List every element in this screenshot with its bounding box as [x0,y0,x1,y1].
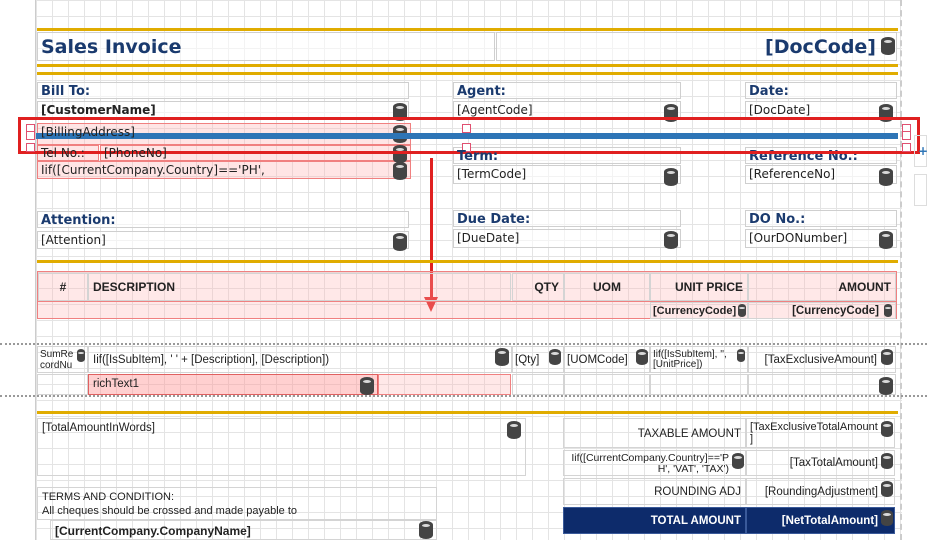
database-icon [879,231,893,249]
doc-code-field[interactable]: [DocCode] [496,32,897,61]
database-icon [881,349,893,365]
header-amount[interactable]: AMOUNT [748,273,896,301]
total-amount-label[interactable]: TOTAL AMOUNT [563,507,746,534]
drag-arrow [430,158,433,298]
due-date-field[interactable]: [DueDate] [453,229,681,248]
terms-box[interactable]: TERMS AND CONDITION: All cheques should b… [37,487,437,520]
taxable-amount-label[interactable]: TAXABLE AMOUNT [563,418,746,448]
resize-handle[interactable] [902,143,911,152]
phone-text: [PhoneNo] [104,146,167,160]
database-icon [77,349,85,362]
database-icon [360,377,374,395]
term-label-text: Term: [457,149,499,164]
empty-cell [512,374,564,395]
database-icon [636,349,648,365]
side-button[interactable]: + [914,135,927,167]
empty-cell [650,374,748,395]
database-icon [881,510,893,526]
resize-handle[interactable] [462,143,471,152]
database-icon [393,233,407,251]
database-icon [419,521,433,539]
gold-divider [37,411,898,414]
database-icon [393,103,407,121]
resize-handle[interactable] [462,124,471,133]
band-divider[interactable] [0,395,927,397]
rounding-label[interactable]: ROUNDING ADJ [563,478,746,505]
date-label[interactable]: Date: [745,82,897,99]
tax-label-expression[interactable]: Iif([CurrentCompany.Country]=='PH', 'VAT… [563,450,746,476]
database-icon [884,304,892,317]
customer-name-field[interactable]: [CustomerName] [37,101,409,120]
uom-field[interactable]: [UOMCode] [564,346,650,373]
database-icon [738,304,746,317]
description-field[interactable]: Iif([IsSubItem], ' ' + [Description], [D… [88,346,512,373]
database-icon [664,168,678,186]
billing-address-text: [BillingAddress] [41,125,135,139]
empty-cell [748,374,896,395]
do-number-label[interactable]: DO No.: [745,210,897,227]
header-row-divider [37,301,897,302]
band-divider[interactable] [0,343,927,345]
database-icon [393,145,407,163]
header-qty[interactable]: QTY [512,273,564,301]
taxable-amount-field[interactable]: [TaxExclusiveTotalAmount] [746,418,895,448]
database-icon [495,348,509,366]
rich-text-extension[interactable] [378,374,511,395]
resize-handle[interactable] [26,131,35,140]
rounding-field[interactable]: [RoundingAdjustment] [746,478,895,505]
reference-field[interactable]: [ReferenceNo] [745,165,897,184]
database-icon [881,37,895,55]
gold-divider [37,260,898,263]
amount-field[interactable]: [TaxExclusiveAmount] [748,346,896,373]
database-icon [881,481,893,497]
database-icon [664,231,678,249]
database-icon [507,421,521,439]
table-header-band[interactable] [37,271,897,319]
header-number[interactable]: # [38,273,88,301]
tax-total-field[interactable]: [TaxTotalAmount] [746,450,895,476]
tel-label-text: Tel No.: [41,146,85,160]
resize-handle[interactable] [26,143,35,152]
side-button[interactable] [914,174,927,206]
terms-title: TERMS AND CONDITION: [42,491,175,503]
database-icon [393,162,407,180]
database-icon [549,349,561,365]
gold-divider [37,64,898,67]
company-name-field[interactable]: [CurrentCompany.CompanyName] [50,520,437,540]
amount-in-words-field[interactable]: [TotalAmountInWords] [37,418,526,476]
term-field[interactable]: [TermCode] [453,165,681,184]
terms-text: All cheques should be crossed and made p… [42,505,298,517]
plus-icon: + [918,144,927,158]
bill-to-label[interactable]: Bill To: [37,82,409,99]
currency-code-field[interactable]: [CurrencyCode] [650,302,748,319]
selected-band-line[interactable] [36,133,898,139]
database-icon [881,453,893,469]
net-total-field[interactable]: [NetTotalAmount] [746,507,895,534]
database-icon [879,168,893,186]
gold-divider [37,72,898,75]
rich-text-field[interactable]: richText1 [88,374,378,395]
database-icon [732,453,744,469]
database-icon [737,349,745,362]
currency-code-field[interactable]: [CurrencyCode] [748,302,896,319]
due-date-label[interactable]: Due Date: [453,210,681,227]
agent-label[interactable]: Agent: [453,82,681,99]
empty-cell [37,374,88,395]
resize-handle[interactable] [902,131,911,140]
database-icon [879,377,893,395]
qty-field[interactable]: [Qty] [512,346,564,373]
gold-divider [37,28,898,31]
attention-field[interactable]: [Attention] [37,231,409,249]
header-uom[interactable]: UOM [564,273,650,301]
record-number-field[interactable]: SumRecordNu [37,346,88,373]
do-number-field[interactable]: [OurDONumber] [745,229,897,248]
attention-label[interactable]: Attention: [37,211,409,228]
country-expression-field[interactable]: Iif([CurrentCompany.Country]=='PH', [37,161,411,179]
report-title[interactable]: Sales Invoice [37,32,495,61]
header-description[interactable]: DESCRIPTION [88,273,511,301]
empty-cell [564,374,650,395]
header-unit-price[interactable]: UNIT PRICE [650,273,748,301]
database-icon [881,421,893,437]
unit-price-field[interactable]: Iif([IsSubItem], '', [UnitPrice]) [650,346,748,373]
